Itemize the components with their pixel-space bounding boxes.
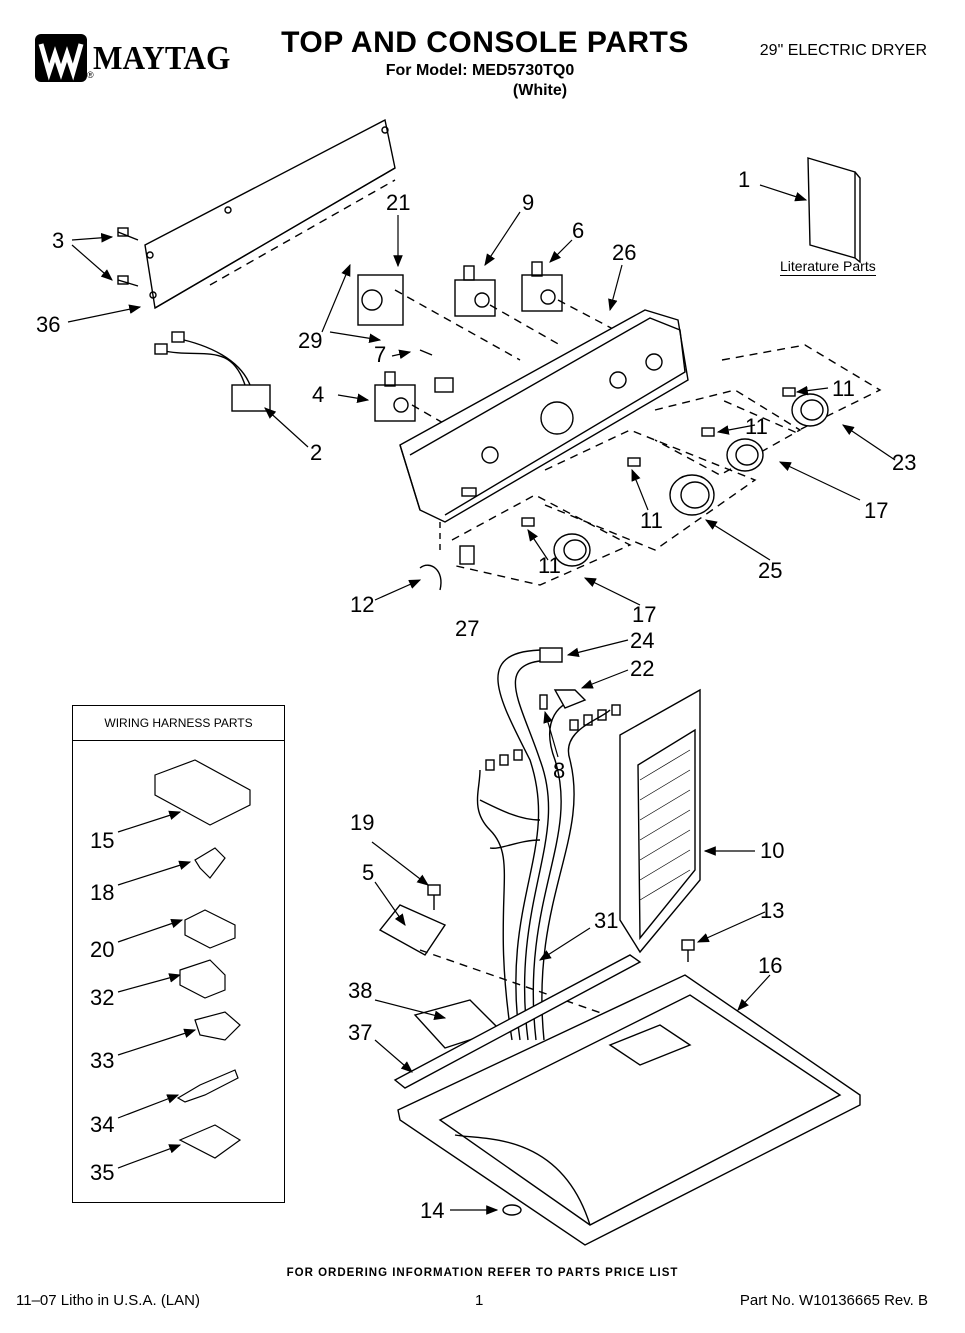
label-27 (459, 545, 475, 565)
callout-31: 31 (594, 908, 618, 933)
callout-25: 25 (758, 558, 782, 583)
timer-21 (357, 274, 521, 361)
litho-info: 11–07 Litho in U.S.A. (LAN) (16, 1292, 200, 1309)
callout-17-b: 17 (632, 602, 656, 627)
callout-4: 4 (312, 382, 324, 407)
callout-38: 38 (348, 978, 372, 1003)
harness-part-illustrations (154, 759, 251, 1159)
callout-37: 37 (348, 1020, 372, 1045)
top-panel-16 (397, 974, 861, 1246)
callout-33: 33 (90, 1048, 114, 1073)
callout-18: 18 (90, 880, 114, 905)
maytag-wordmark: MAYTAG (93, 40, 231, 77)
terminal-harness (154, 331, 271, 412)
callout-6: 6 (572, 218, 584, 243)
callout-11-a: 11 (832, 376, 855, 401)
main-wiring-harness-31 (476, 647, 621, 1041)
maytag-logo: MAYTAG ® (35, 30, 235, 86)
callout-22: 22 (630, 656, 654, 681)
page-title: TOP AND CONSOLE PARTS (281, 26, 689, 59)
callout-16: 16 (758, 953, 782, 978)
callout-21: 21 (386, 190, 410, 215)
registered-mark: ® (87, 70, 94, 80)
product-type: 29" ELECTRIC DRYER (759, 42, 927, 59)
callout-8: 8 (553, 758, 565, 783)
strip-37 (393, 954, 642, 1089)
maytag-logo-mark (35, 34, 87, 82)
callout-5: 5 (362, 860, 374, 885)
lint-filter-10 (619, 688, 701, 954)
callout-14: 14 (420, 1198, 444, 1223)
literature-booklet (807, 157, 861, 264)
model-line: For Model: MED5730TQ0 (385, 62, 575, 79)
literature-parts-label: Literature Parts (780, 258, 876, 276)
callout-36: 36 (36, 312, 60, 337)
callout-17-a: 17 (864, 498, 888, 523)
callout-13: 13 (760, 898, 784, 923)
callout-9: 9 (522, 190, 534, 215)
knob-kit-boxes (451, 344, 882, 586)
clip-12 (419, 564, 442, 591)
callout-12: 12 (350, 592, 374, 617)
callout-3: 3 (52, 228, 64, 253)
callout-11-c: 11 (640, 508, 663, 533)
wiring-harness-parts-box: WIRING HARNESS PARTS (72, 705, 285, 1203)
control-console-26 (399, 309, 689, 550)
screw-parts (117, 227, 139, 287)
callout-15: 15 (90, 828, 114, 853)
part-number: Part No. W10136665 Rev. B (739, 1292, 928, 1309)
callout-10: 10 (760, 838, 784, 863)
page-number: 1 (475, 1292, 484, 1309)
callout-11-d: 11 (538, 553, 561, 578)
callout-32: 32 (90, 985, 114, 1010)
callout-7: 7 (374, 342, 386, 367)
bracket-5 (378, 904, 447, 956)
callout-23: 23 (892, 450, 916, 475)
callout-20: 20 (90, 937, 114, 962)
callout-35: 35 (90, 1160, 114, 1185)
callout-34: 34 (90, 1112, 114, 1137)
screw-13 (681, 939, 695, 962)
buzzer-7 (419, 349, 454, 393)
knobs (521, 387, 829, 567)
wiring-harness-parts-title: WIRING HARNESS PARTS (73, 706, 284, 741)
callout-27: 27 (455, 616, 479, 641)
callout-29: 29 (298, 328, 322, 353)
ordering-info: FOR ORDERING INFORMATION REFER TO PARTS … (286, 1267, 679, 1279)
foot-14 (502, 1204, 522, 1216)
leader-lines (67, 184, 896, 1215)
callout-11-b: 11 (745, 414, 768, 439)
color-line: (White) (512, 82, 568, 99)
console-back-bracket (144, 118, 396, 310)
callout-24: 24 (630, 628, 654, 653)
screw-19 (427, 884, 441, 910)
callout-1: 1 (738, 167, 750, 192)
switch-6 (521, 261, 616, 331)
callout-26: 26 (612, 240, 636, 265)
callout-19: 19 (350, 810, 374, 835)
switch-9 (454, 265, 561, 346)
callout-2: 2 (310, 440, 322, 465)
